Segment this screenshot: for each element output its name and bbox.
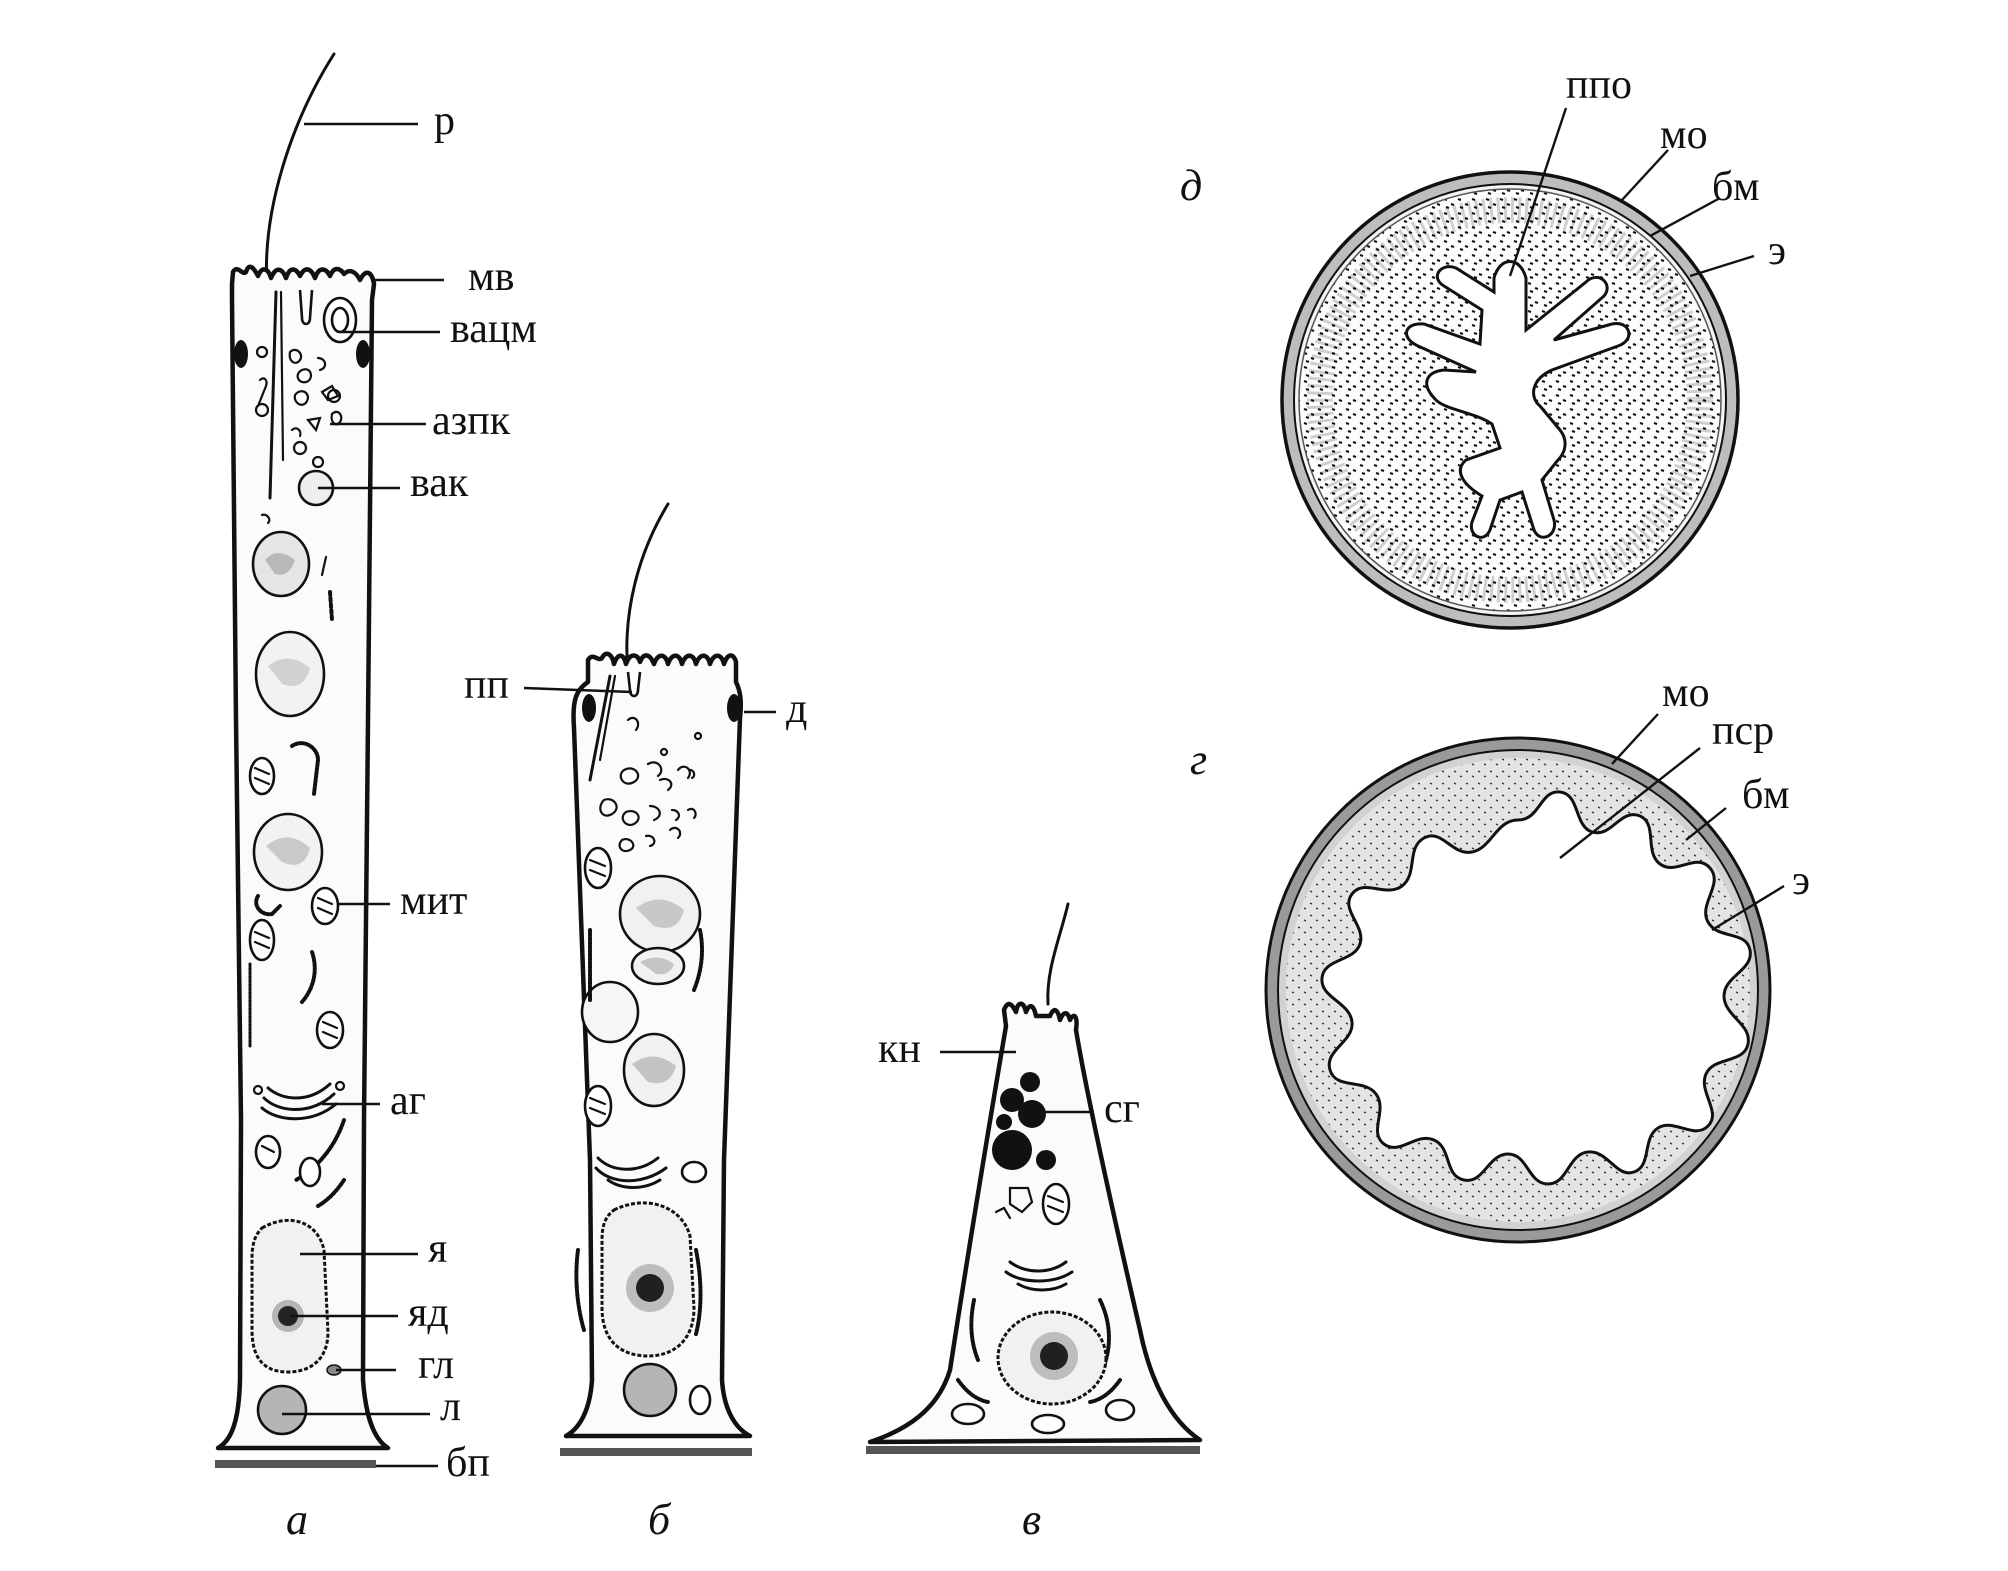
label-azpk: азпк xyxy=(432,398,511,444)
golgi-a xyxy=(252,1080,346,1121)
label-mo-bottom: мо xyxy=(1662,670,1710,716)
label-mo-top: мо xyxy=(1660,112,1708,158)
label-r: р xyxy=(434,98,455,144)
label-ya: я xyxy=(428,1226,447,1272)
label-mit: мит xyxy=(400,878,467,924)
section-d xyxy=(1280,170,1740,630)
caption-d: д xyxy=(1180,161,1202,210)
label-e-bottom: э xyxy=(1792,858,1810,904)
label-ppo: ппо xyxy=(1566,62,1632,108)
label-d: д xyxy=(786,686,807,732)
caption-v: в xyxy=(1022,1495,1041,1544)
nucleus-a xyxy=(250,1218,330,1374)
section-g xyxy=(1264,736,1772,1244)
lumen-d xyxy=(1405,260,1631,539)
mitochondria-a xyxy=(248,756,345,1188)
cell-a xyxy=(215,52,391,1468)
label-vacm: вацм xyxy=(450,306,537,352)
caption-g: г xyxy=(1190,735,1207,784)
label-e-top: э xyxy=(1768,228,1786,274)
cell-v xyxy=(866,902,1203,1454)
cell-v-outline xyxy=(867,1001,1203,1445)
er-b xyxy=(599,716,703,853)
label-kn: кн xyxy=(878,1026,921,1072)
er-fragments xyxy=(254,345,343,469)
leader-lines xyxy=(282,107,1785,1468)
label-l: л xyxy=(440,1384,461,1430)
labels: р мв вацм азпк вак мит аг я яд гл л бп п… xyxy=(390,62,1810,1486)
cell-b xyxy=(560,502,753,1456)
label-mv: мв xyxy=(468,254,514,300)
label-psr: пср xyxy=(1712,708,1774,754)
label-sg: сг xyxy=(1104,1086,1140,1132)
label-pp: пп xyxy=(464,662,509,708)
label-yad: яд xyxy=(408,1290,449,1336)
label-gl: гл xyxy=(418,1342,454,1388)
label-bm-bottom: бм xyxy=(1742,772,1790,818)
caption-a: а xyxy=(286,1495,308,1544)
caption-b: б xyxy=(648,1495,672,1544)
label-ag: аг xyxy=(390,1078,426,1124)
label-vak: вак xyxy=(410,460,469,506)
lumen-g xyxy=(1320,790,1752,1186)
captions: а б в д г xyxy=(286,161,1207,1544)
label-bm-top: бм xyxy=(1712,164,1760,210)
label-bp: бп xyxy=(446,1440,490,1486)
